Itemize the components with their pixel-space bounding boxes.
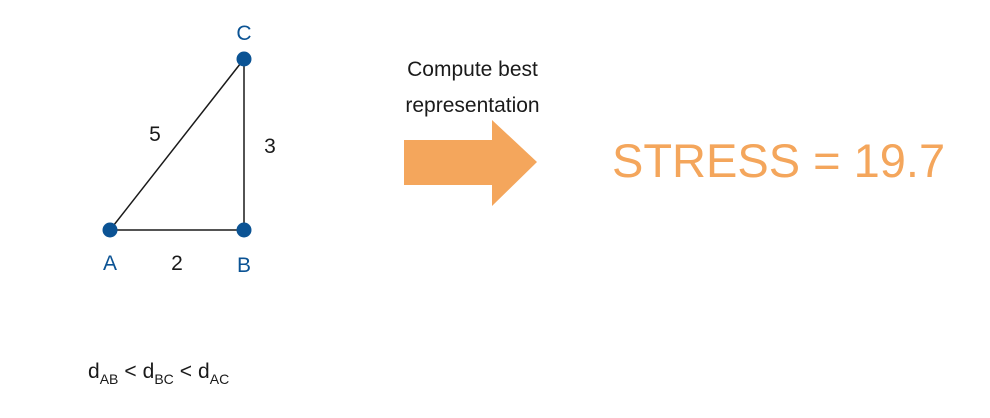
triangle-graph: A B C 2 3 5 xyxy=(102,22,276,277)
node-label-b: B xyxy=(237,254,251,277)
less-than-2: < xyxy=(179,360,193,383)
edge-label-ab: 2 xyxy=(171,252,183,275)
subscript-bc: BC xyxy=(154,371,174,387)
subscript-ac: AC xyxy=(209,371,230,387)
node-label-c: C xyxy=(236,22,251,45)
node-label-a: A xyxy=(103,252,117,275)
stress-value: STRESS = 19.7 xyxy=(612,134,946,187)
step-caption: Compute best representation xyxy=(390,52,555,124)
node-c xyxy=(236,51,252,67)
caption-line-2: representation xyxy=(405,94,540,117)
edge-a-c xyxy=(109,58,245,231)
caption-line-1: Compute best xyxy=(407,58,538,81)
distance-symbol-ab: d xyxy=(88,360,100,383)
distance-inequality: dAB<dBC<dAC xyxy=(88,360,229,387)
node-a xyxy=(102,222,118,238)
distance-symbol-ac: d xyxy=(198,360,210,383)
less-than-1: < xyxy=(124,360,137,383)
subscript-ab: AB xyxy=(99,371,119,387)
right-arrow-icon xyxy=(404,120,537,206)
node-b xyxy=(236,222,252,238)
edge-label-bc: 3 xyxy=(264,135,276,158)
distance-symbol-bc: d xyxy=(142,360,155,383)
edge-label-ac: 5 xyxy=(149,123,161,146)
